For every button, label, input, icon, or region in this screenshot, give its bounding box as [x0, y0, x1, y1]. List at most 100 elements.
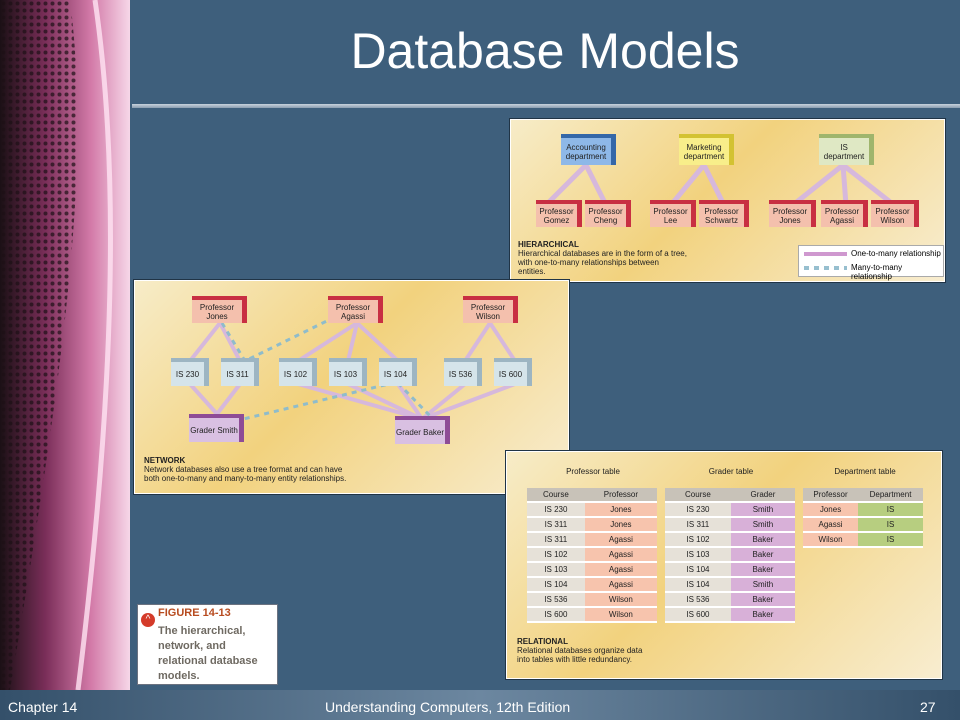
hierarchical-label: HIERARCHICAL	[518, 240, 579, 249]
table-cell: Jones	[584, 517, 657, 533]
table-cell: Wilson	[584, 607, 657, 623]
table-header-cell: Department	[858, 488, 923, 503]
table-cell: Jones	[584, 502, 657, 518]
table-cell: IS 104	[665, 562, 731, 578]
course-is103-box: IS 103	[329, 358, 367, 386]
grader-table-title: Grader table	[708, 467, 754, 476]
book-title: Understanding Computers, 12th Edition	[325, 699, 571, 715]
decorative-sidebar-image	[0, 0, 130, 690]
table-cell: IS 311	[665, 517, 731, 533]
table-cell: Agassi	[584, 562, 657, 578]
figure-caption-box: ^ FIGURE 14-13 The hierarchical, network…	[137, 604, 278, 685]
professor-wilson-box: Professor Wilson	[871, 200, 919, 227]
network-professor-agassi-box: Professor Agassi	[328, 296, 383, 323]
table-cell: Agassi	[584, 547, 657, 563]
course-is600-box: IS 600	[494, 358, 532, 386]
figure-caption: The hierarchical, network, and relationa…	[158, 625, 258, 682]
table-cell: IS 102	[665, 532, 731, 548]
table-cell: IS 600	[527, 607, 585, 623]
table-cell: IS 230	[527, 502, 585, 518]
network-label: NETWORK	[144, 456, 186, 465]
table-cell: Wilson	[584, 592, 657, 608]
table-cell: Baker	[730, 547, 795, 563]
table-cell: Agassi	[584, 577, 657, 593]
table-cell: IS 104	[665, 577, 731, 593]
table-header-cell: Course	[527, 488, 585, 503]
table-header-cell: Professor	[803, 488, 859, 503]
table-cell: Smith	[730, 517, 795, 533]
table-cell: IS 536	[527, 592, 585, 608]
professor-jones-box: Professor Jones	[769, 200, 816, 227]
course-is230-box: IS 230	[171, 358, 209, 386]
hierarchical-panel: Accounting department Marketing departme…	[510, 119, 945, 282]
table-header-cell: Professor	[584, 488, 657, 503]
legend-one-to-many: One-to-many relationship	[851, 249, 941, 258]
relational-description: Relational databases organize data into …	[517, 646, 643, 664]
table-cell: Smith	[730, 577, 795, 593]
network-description: Network databases also use a tree format…	[144, 465, 347, 483]
relational-panel: Professor table Grader table Department …	[506, 451, 942, 679]
professor-lee-box: Professor Lee	[650, 200, 696, 227]
figure-icon: ^	[141, 613, 155, 627]
slide-footer: Chapter 14 Understanding Computers, 12th…	[0, 690, 960, 720]
relational-label: RELATIONAL	[517, 637, 568, 646]
grader-smith-box: Grader Smith	[189, 414, 244, 442]
table-cell: Baker	[730, 607, 795, 623]
table-cell: Baker	[730, 532, 795, 548]
table-cell: Smith	[730, 502, 795, 518]
table-cell: IS	[858, 517, 923, 533]
table-cell: IS 311	[527, 517, 585, 533]
hierarchical-description: Hierarchical databases are in the form o…	[518, 249, 687, 276]
grader-baker-box: Grader Baker	[395, 416, 450, 444]
professor-gomez-box: Professor Gomez	[536, 200, 582, 227]
table-cell: IS	[858, 502, 923, 518]
professor-agassi-box: Professor Agassi	[821, 200, 868, 227]
professor-schwartz-box: Professor Schwartz	[699, 200, 749, 227]
table-cell: IS 536	[665, 592, 731, 608]
table-cell: Agassi	[584, 532, 657, 548]
page-number: 27	[920, 699, 936, 715]
professor-table-title: Professor table	[566, 467, 620, 476]
table-cell: IS 103	[665, 547, 731, 563]
title-divider	[132, 104, 960, 108]
network-panel: Professor Jones Professor Agassi Profess…	[134, 280, 569, 494]
table-cell: Wilson	[803, 532, 859, 548]
department-table-title: Department table	[834, 467, 896, 476]
table-cell: IS	[858, 532, 923, 548]
course-is102-box: IS 102	[279, 358, 317, 386]
slide-title: Database Models	[350, 23, 740, 79]
table-cell: IS 103	[527, 562, 585, 578]
is-department-box: IS department	[819, 134, 874, 165]
table-header-cell: Course	[665, 488, 731, 503]
chapter-label: Chapter 14	[8, 699, 78, 715]
relational-caption: RELATIONAL Relational databases organize…	[517, 637, 657, 664]
legend-many-to-many: Many-to-many relationship	[851, 263, 903, 281]
table-cell: IS 102	[527, 547, 585, 563]
table-cell: IS 230	[665, 502, 731, 518]
table-cell: Jones	[803, 502, 859, 518]
professor-cheng-box: Professor Cheng	[585, 200, 631, 227]
hierarchical-caption: HIERARCHICAL Hierarchical databases are …	[518, 240, 688, 276]
course-is536-box: IS 536	[444, 358, 482, 386]
course-is104-box: IS 104	[379, 358, 417, 386]
